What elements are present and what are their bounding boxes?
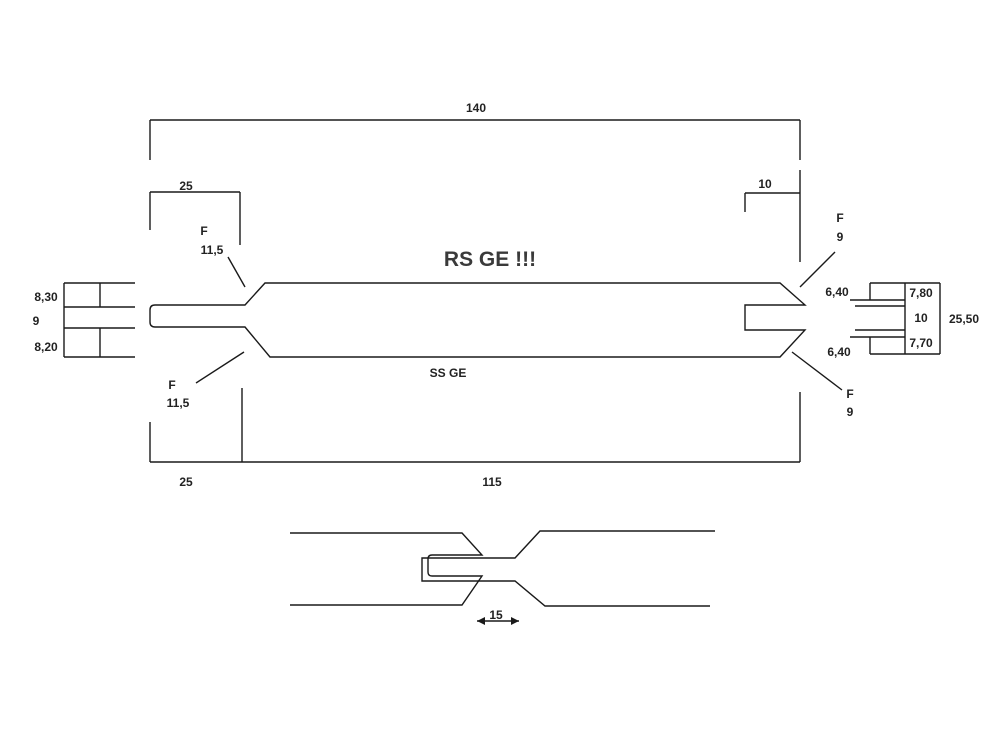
dim-label-joint-15: 15: [489, 608, 503, 622]
svg-text:10: 10: [914, 311, 928, 325]
dim-top-right-10: 10: [744, 170, 801, 262]
face-title: RS GE !!!: [444, 248, 536, 271]
dim-top-left-25: 25: [149, 179, 241, 245]
dim-label-bottom-115: 115: [482, 475, 502, 489]
board-profile: [149, 282, 807, 358]
chamfer-top-left: F 11,5: [200, 224, 246, 288]
left-profile-dims: 8,30 9 8,20: [33, 282, 135, 358]
svg-text:8,30: 8,30: [34, 290, 58, 304]
svg-text:F: F: [200, 224, 207, 238]
bottom-face-label: SS GE: [430, 366, 467, 380]
chamfer-top-right: F 9: [799, 211, 844, 288]
dim-bottom: 25 115: [149, 388, 801, 489]
svg-text:F: F: [836, 211, 843, 225]
svg-text:6,40: 6,40: [827, 345, 851, 359]
svg-text:11,5: 11,5: [201, 243, 224, 257]
svg-text:F: F: [846, 387, 853, 401]
dim-label-top-10: 10: [758, 177, 772, 191]
dim-label-top-25: 25: [179, 179, 193, 193]
svg-text:6,40: 6,40: [825, 285, 849, 299]
svg-text:25,50: 25,50: [949, 312, 979, 326]
dim-overall-140: 140: [149, 101, 801, 160]
dim-label-140: 140: [466, 101, 486, 115]
joint-detail: 15: [290, 530, 715, 625]
svg-text:9: 9: [33, 314, 40, 328]
svg-text:F: F: [168, 378, 175, 392]
chamfer-bottom-right: F 9: [791, 351, 854, 419]
right-profile-dims: 6,40 6,40 7,80 10 7,70 25,50: [825, 282, 979, 359]
svg-text:9: 9: [847, 405, 854, 419]
dim-label-bottom-25: 25: [179, 475, 193, 489]
svg-text:8,20: 8,20: [34, 340, 58, 354]
svg-text:11,5: 11,5: [167, 396, 190, 410]
svg-text:9: 9: [837, 230, 844, 244]
chamfer-bottom-left: F 11,5: [167, 351, 245, 410]
svg-text:7,80: 7,80: [909, 286, 933, 300]
svg-text:7,70: 7,70: [909, 336, 933, 350]
